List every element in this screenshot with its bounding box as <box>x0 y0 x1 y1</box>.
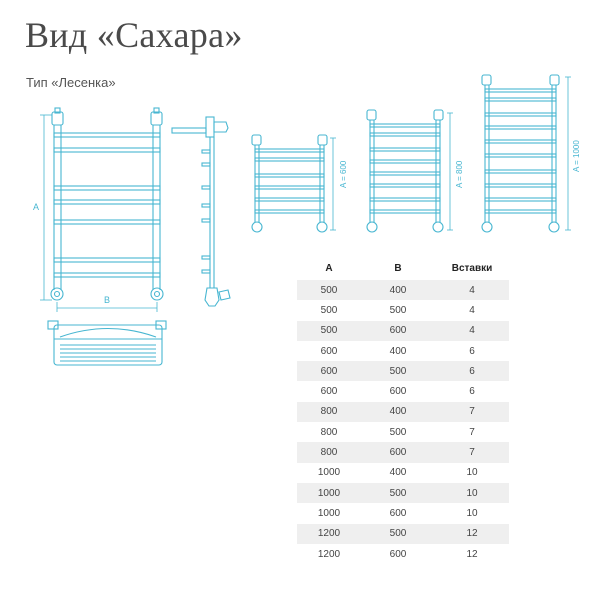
cell-b: 400 <box>361 280 435 301</box>
table-row: 800 500 7 <box>297 422 509 442</box>
cell-inserts: 10 <box>435 482 509 504</box>
cell-b: 600 <box>361 320 435 341</box>
cell-a: 1000 <box>297 482 361 504</box>
table-row: 600 600 6 <box>297 381 509 401</box>
cell-inserts: 6 <box>469 386 475 398</box>
cell-a: 800 <box>297 401 361 423</box>
cell-inserts: 12 <box>466 548 478 560</box>
cell-inserts: 7 <box>469 426 475 438</box>
column-header-inserts: Вставки <box>451 262 493 274</box>
cell-b: 500 <box>389 304 407 316</box>
table-row: 1200 600 12 <box>297 544 509 564</box>
variant-800-drawing <box>366 109 453 233</box>
table-row: 600 400 6 <box>297 341 509 361</box>
cell-a: 600 <box>320 345 338 357</box>
main-rungs <box>53 132 161 278</box>
cell-b: 600 <box>361 442 435 463</box>
cell-b: 500 <box>361 523 435 544</box>
cell-a: 600 <box>297 361 361 382</box>
cell-b: 500 <box>361 482 435 504</box>
variant-1000-drawing <box>481 74 571 233</box>
dim-b-label: B <box>104 295 110 305</box>
dim-a-label: A <box>33 202 39 212</box>
cell-b: 600 <box>389 386 407 398</box>
column-header-a: A <box>325 262 333 274</box>
cell-inserts: 7 <box>435 442 509 463</box>
cell-b: 400 <box>389 467 407 479</box>
table-row: 1000 400 10 <box>297 463 509 483</box>
cell-b: 600 <box>389 548 407 560</box>
cell-a: 1200 <box>317 548 341 560</box>
cell-inserts: 10 <box>466 507 478 519</box>
top-view <box>47 320 167 366</box>
cell-inserts: 4 <box>469 304 475 316</box>
table-row: 1000 600 10 <box>297 503 509 523</box>
cell-a: 500 <box>297 280 361 301</box>
page-subtitle: Тип «Лесенка» <box>26 75 116 90</box>
cell-inserts: 4 <box>435 280 509 301</box>
cell-b: 500 <box>389 426 407 438</box>
cell-inserts: 6 <box>435 361 509 382</box>
cell-b: 500 <box>361 361 435 382</box>
cell-b: 400 <box>361 401 435 423</box>
table-header-row: A B Вставки <box>297 256 509 280</box>
cell-a: 1200 <box>297 523 361 544</box>
cell-b: 400 <box>389 345 407 357</box>
cell-a: 600 <box>320 386 338 398</box>
variant-800-label: A = 800 <box>455 160 464 188</box>
cell-a: 800 <box>320 426 338 438</box>
cell-a: 800 <box>297 442 361 463</box>
variant-600-label: A = 600 <box>339 160 348 188</box>
cell-inserts: 4 <box>435 320 509 341</box>
side-view <box>171 116 231 307</box>
cell-a: 1000 <box>317 507 341 519</box>
cell-a: 1000 <box>317 467 341 479</box>
table-row: 500 500 4 <box>297 300 509 320</box>
cell-inserts: 6 <box>469 345 475 357</box>
variant-1000-label: A = 1000 <box>572 140 581 172</box>
cell-a: 500 <box>320 304 338 316</box>
page-title: Вид «Сахара» <box>25 15 243 55</box>
cell-inserts: 10 <box>466 467 478 479</box>
column-header-b: B <box>394 262 402 274</box>
main-front-view <box>40 107 164 312</box>
cell-a: 500 <box>297 320 361 341</box>
cell-inserts: 7 <box>435 401 509 423</box>
variant-600-drawing <box>251 134 336 233</box>
cell-inserts: 12 <box>435 523 509 544</box>
cell-b: 600 <box>389 507 407 519</box>
